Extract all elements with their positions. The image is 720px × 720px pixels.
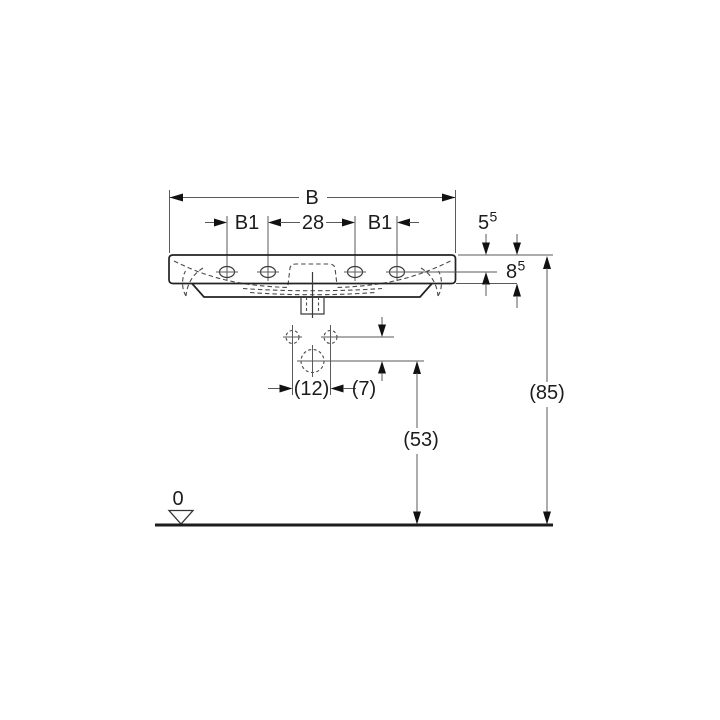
dim-label-7: (7) (352, 378, 376, 400)
dim-label-55-base: 5 (478, 212, 489, 234)
corner-contour-left-a (185, 267, 204, 297)
arrowhead-up-icon (378, 361, 386, 374)
tap-hole (216, 265, 238, 279)
arrowhead-down-icon (513, 242, 521, 255)
dimension-fixing-hole-spacing: (12) (268, 378, 356, 400)
arrowhead-right-icon (214, 218, 227, 227)
floor-datum: 0 (155, 488, 553, 527)
arrowhead-left-icon (169, 193, 183, 202)
arrowhead-left-icon (397, 218, 410, 227)
arrowhead-left-icon (268, 218, 281, 227)
dim-label-53: (53) (403, 429, 439, 451)
tap-hole (386, 265, 408, 279)
datum-triangle-icon (167, 509, 195, 525)
arrowhead-down-icon (543, 511, 551, 525)
dimension-trap-height: (53) (403, 361, 439, 525)
fixing-hole (321, 325, 340, 395)
arrowhead-right-icon (342, 218, 355, 227)
arrowhead-right-icon (442, 193, 456, 202)
dim-label-28: 28 (302, 212, 324, 234)
fixing-hole (283, 325, 302, 395)
rim-front-face (168, 254, 457, 285)
corner-contour-left-b (182, 270, 187, 297)
datum-zero-label: 0 (172, 488, 183, 510)
dimension-rim-details: 5 5 8 5 (408, 209, 553, 308)
arrowhead-left-icon (330, 384, 344, 393)
dim-label-12: (12) (294, 378, 330, 400)
dim-label-85-sup: 5 (518, 258, 526, 274)
dim-label-85-base: 8 (506, 261, 517, 283)
dimension-overall-height: (85) (529, 256, 565, 525)
dim-label-85: (85) (529, 382, 565, 404)
arrowhead-down-icon (378, 324, 386, 337)
dim-label-B1-right: B1 (368, 212, 392, 234)
arrowhead-right-icon (279, 384, 293, 393)
dim-label-B1-left: B1 (235, 212, 259, 234)
fixing-holes-and-trap (283, 325, 424, 395)
arrowhead-up-icon (543, 256, 551, 269)
arrowhead-up-icon (513, 283, 521, 297)
corner-contour-right-a (420, 267, 439, 297)
dimension-overall-width-B: B (169, 187, 456, 253)
basin-outline (168, 254, 457, 318)
arrowhead-down-icon (482, 242, 490, 255)
tap-hole (257, 265, 279, 279)
dim-label-B: B (305, 187, 318, 209)
dimension-taphole-row: B1 28 B1 (205, 212, 419, 281)
overflow-recess-contour (287, 263, 338, 286)
dim-label-55-sup: 5 (490, 209, 498, 225)
tap-hole (344, 265, 366, 279)
dimension-trap-offset: (7) (352, 317, 386, 400)
corner-contour-right-b (437, 270, 442, 297)
arrowhead-up-icon (413, 361, 421, 374)
arrowhead-down-icon (413, 511, 421, 525)
arrowhead-up-icon (482, 272, 490, 285)
